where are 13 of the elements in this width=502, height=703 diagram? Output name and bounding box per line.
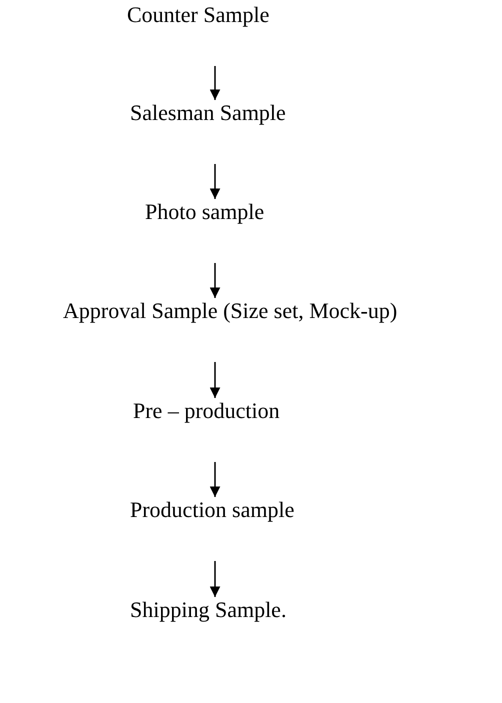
step-label: Salesman Sample xyxy=(130,100,286,164)
step-label: Production sample xyxy=(130,497,294,561)
arrow xyxy=(210,263,220,298)
arrow xyxy=(210,462,220,497)
step-label: Shipping Sample. xyxy=(130,597,286,661)
step-label: Approval Sample (Size set, Mock-up) xyxy=(63,298,398,362)
arrow xyxy=(210,362,220,398)
step-label: Counter Sample xyxy=(127,2,270,66)
arrow xyxy=(210,164,220,199)
arrow xyxy=(210,66,220,100)
arrow xyxy=(210,561,220,597)
step-label: Photo sample xyxy=(145,199,264,263)
step-label: Pre – production xyxy=(133,398,280,462)
